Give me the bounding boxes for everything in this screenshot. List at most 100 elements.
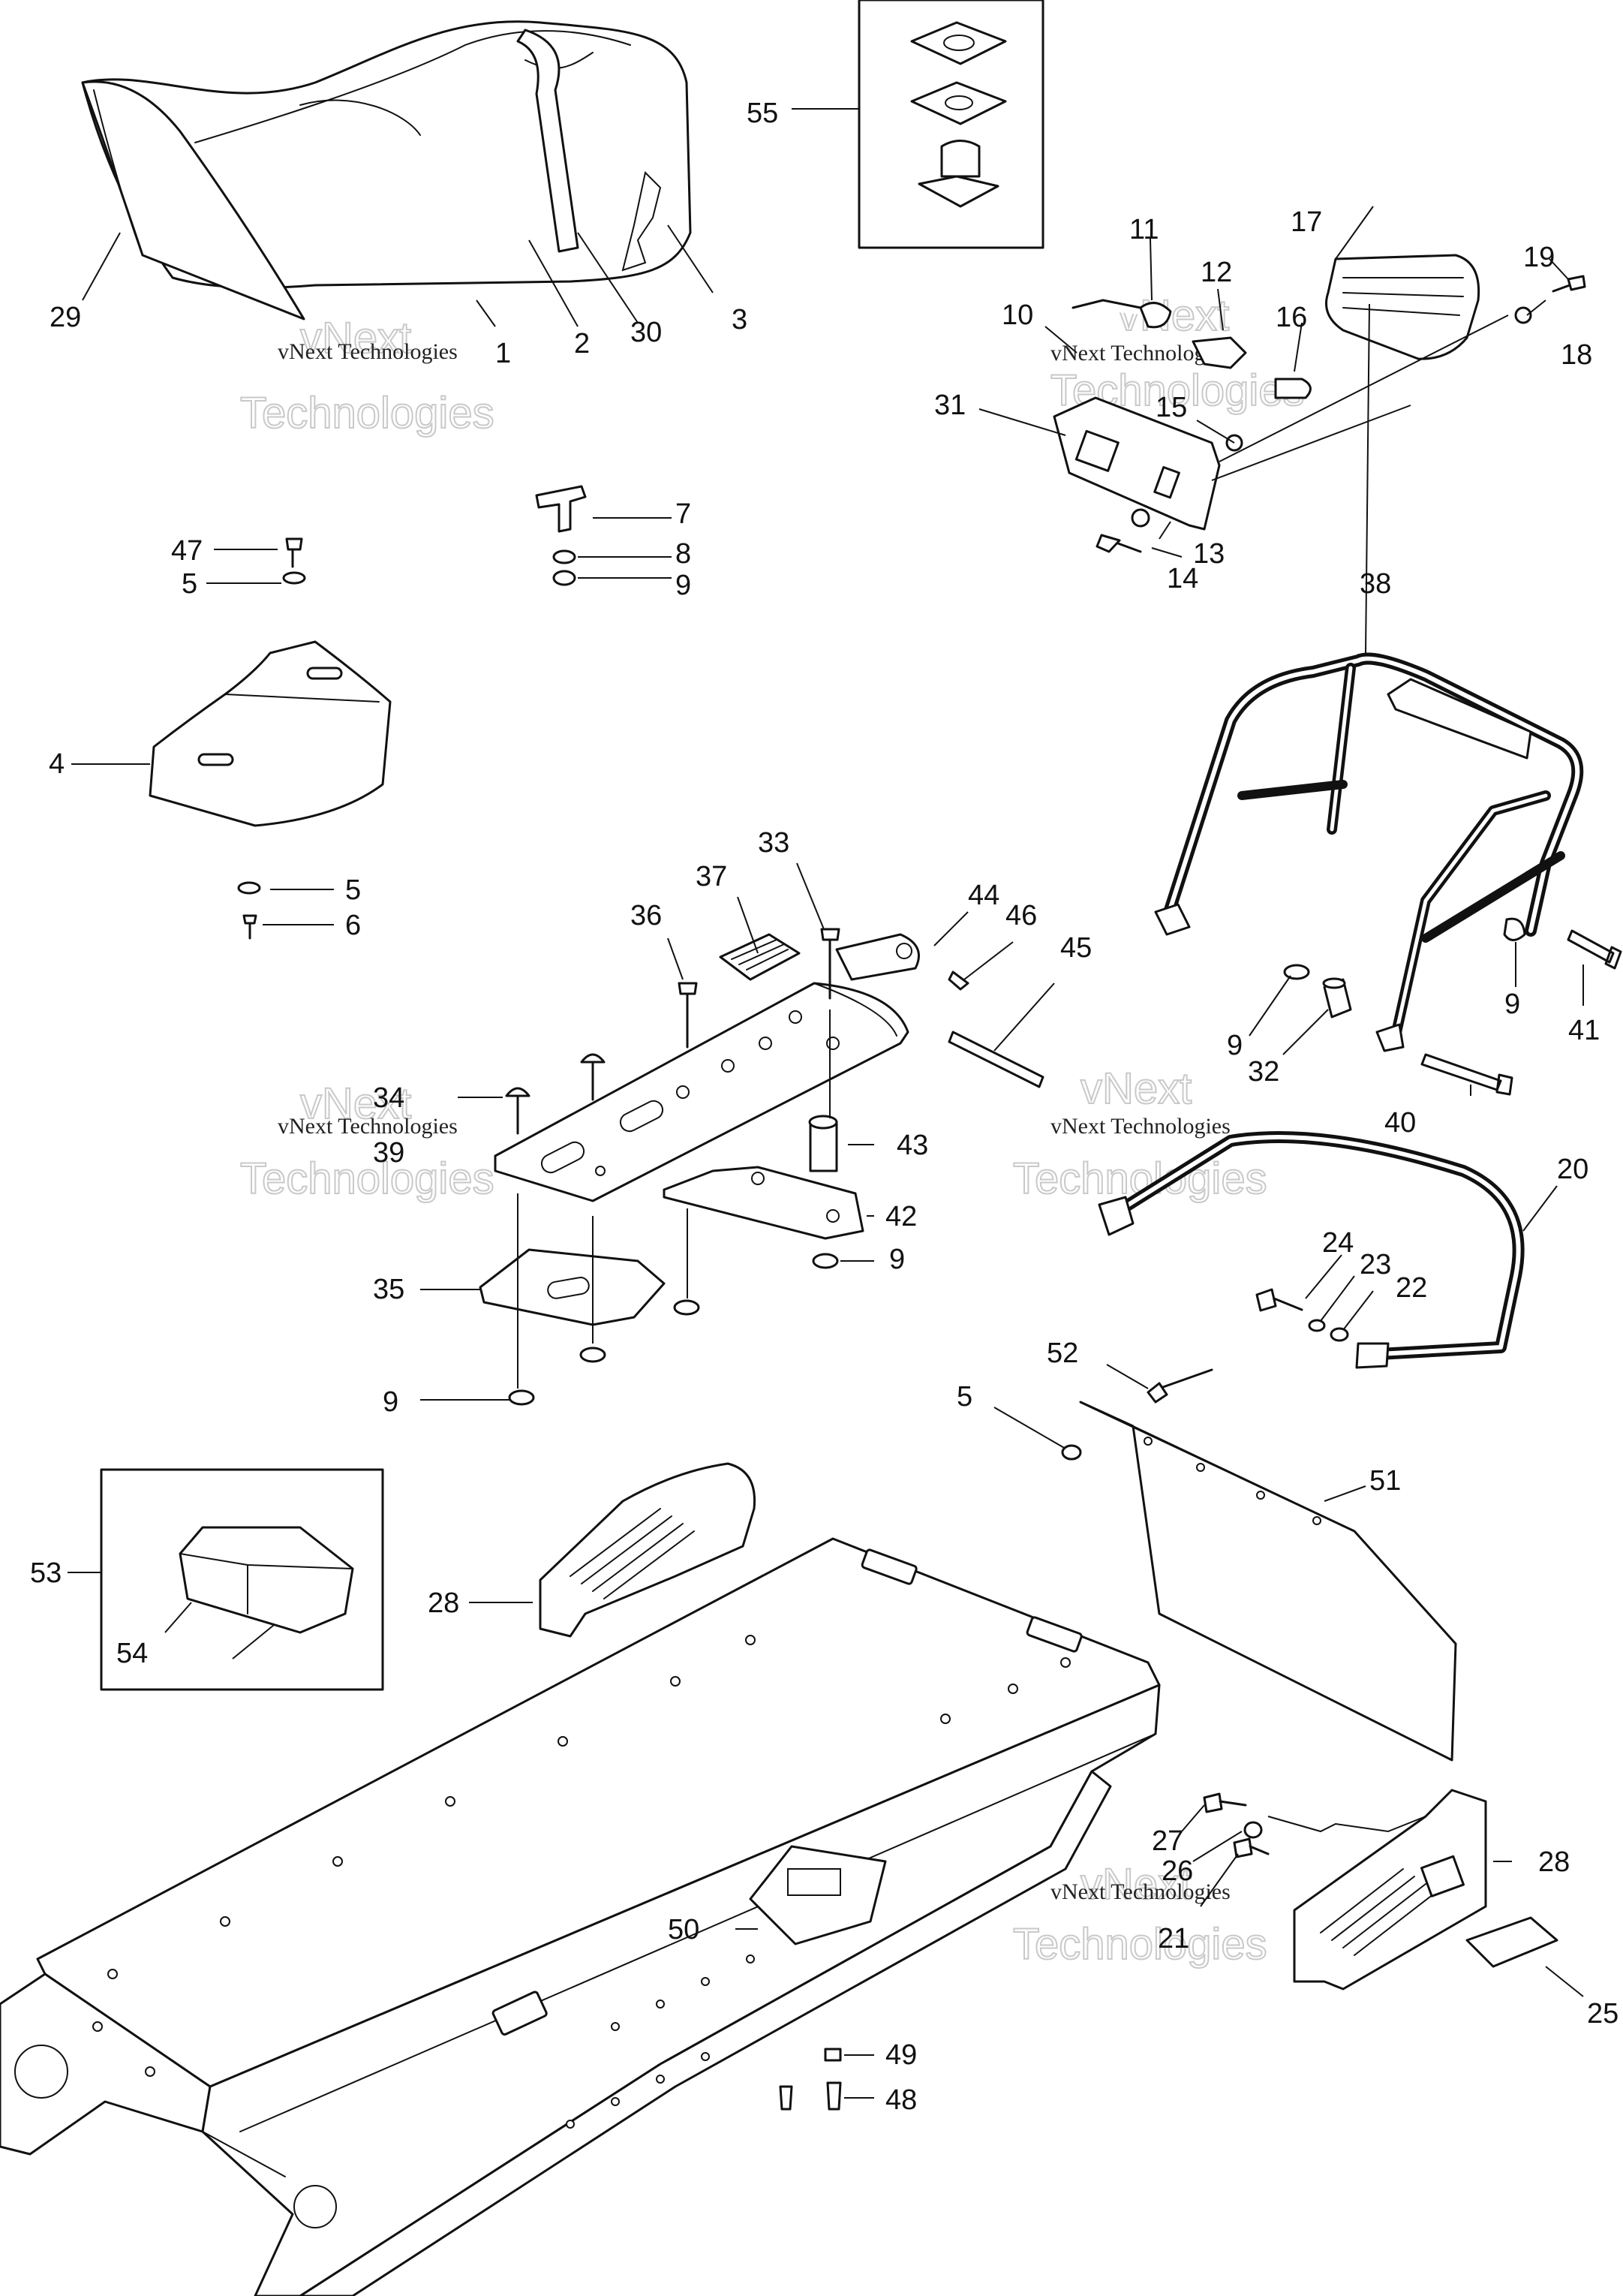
carriage-bolt-34: [580, 1053, 606, 1101]
callout-33: 33: [758, 827, 789, 859]
tunnel-body: [0, 1537, 1161, 2296]
callout-9: 9: [1227, 1030, 1243, 1061]
callout-9: 9: [889, 1244, 905, 1275]
callout-1: 1: [495, 338, 511, 369]
cover-slot: [306, 667, 343, 680]
bolt-24: [1255, 1288, 1303, 1312]
watermark-word: Technologies: [240, 1154, 494, 1203]
callout-5: 5: [182, 568, 197, 600]
watermark-brand: vNext: [1080, 1064, 1192, 1113]
taillight-assembly: [1053, 254, 1586, 553]
callout-24: 24: [1322, 1227, 1354, 1259]
clip-pin-46: [948, 970, 969, 991]
cover-slot: [197, 753, 234, 766]
rivet-52: [1147, 1368, 1213, 1404]
cover-grille: [1320, 1868, 1438, 1956]
watermark-brand: vNext: [300, 1079, 411, 1128]
callout-28: 28: [1538, 1846, 1570, 1878]
bumper-mount: [1154, 903, 1191, 936]
screw: [1096, 534, 1142, 553]
bumper-rail-inner: [1330, 666, 1548, 1038]
screw-47: [285, 537, 303, 568]
callout-5: 5: [345, 874, 361, 906]
callout-labels: 1 2 3 29 30 55 11 12 17 19 18 16 10 15 3…: [30, 98, 1618, 2116]
watermark-word: Technologies: [1013, 1920, 1267, 1969]
callout-37: 37: [696, 861, 727, 892]
callout-41: 41: [1568, 1015, 1600, 1046]
hitch-pin-45: [948, 1031, 1044, 1088]
screw-49: [824, 2048, 842, 2062]
lock-washer: [552, 549, 576, 564]
callout-30: 30: [630, 317, 662, 348]
callout-34: 34: [373, 1082, 404, 1114]
callout-35: 35: [373, 1274, 404, 1305]
watermark-line: vNext Technologies: [278, 339, 458, 364]
taillight-housing: [1053, 396, 1221, 531]
callout-28: 28: [428, 1587, 459, 1619]
screw-6: [242, 914, 257, 940]
callout-51: 51: [1369, 1465, 1401, 1497]
callout-43: 43: [897, 1130, 928, 1161]
callout-8: 8: [675, 538, 691, 570]
tunnel-running-board: [299, 1770, 1112, 2296]
bumper-assembly-38: [1154, 652, 1622, 1096]
lens-25: [1465, 1916, 1558, 1968]
washer-5: [1061, 1444, 1082, 1461]
watermark-line: vNext Technologies: [1050, 1879, 1231, 1904]
seat-rear-cover: [81, 80, 305, 320]
callout-40: 40: [1384, 1107, 1416, 1139]
seat-contour: [299, 99, 421, 136]
mudflap-assembly-51: [1061, 1368, 1457, 1762]
callout-7: 7: [675, 498, 691, 530]
watermark-line: vNext Technologies: [278, 1114, 458, 1139]
callout-20: 20: [1557, 1154, 1588, 1185]
callout-17: 17: [1291, 206, 1322, 238]
nut-9: [812, 1253, 839, 1269]
rubber-stop-base: [918, 175, 999, 208]
callout-2: 2: [574, 328, 590, 360]
callout-50: 50: [668, 1914, 699, 1945]
washer: [1131, 508, 1150, 528]
callout-39: 39: [373, 1137, 404, 1169]
bolt-40: [1420, 1053, 1513, 1096]
seat-assembly: [81, 20, 692, 320]
tunnel-slot: [1026, 1616, 1083, 1653]
callout-44: 44: [968, 880, 999, 911]
callout-27: 27: [1152, 1825, 1183, 1857]
tunnel-edge-line: [239, 1733, 1156, 2132]
watermark-brand: vNext: [300, 314, 411, 363]
spacer-top: [1322, 977, 1346, 989]
hitch-assembly: [479, 928, 1044, 1406]
handle-assembly-20: [1098, 1131, 1525, 1369]
tunnel-slot: [861, 1548, 918, 1585]
tunnel-edge-line: [202, 2131, 286, 2177]
cover-4: [149, 537, 392, 940]
tunnel-side-left: [0, 1973, 212, 2156]
flap-top-edge: [1080, 1401, 1355, 1532]
washer-5: [282, 571, 306, 585]
screw-48: [826, 2081, 842, 2111]
tunnel-grommet: [491, 1991, 548, 2036]
callout-29: 29: [50, 302, 81, 333]
callout-53: 53: [30, 1557, 62, 1589]
bolt-27: [1203, 1792, 1247, 1813]
kit-box-53: [100, 1468, 384, 1691]
sticker-37: [719, 933, 801, 981]
callout-38: 38: [1360, 568, 1391, 600]
bumper-crossbar: [1237, 780, 1565, 943]
bumper-mount: [1375, 1023, 1405, 1052]
cover-body: [149, 640, 392, 827]
callout-5: 5: [957, 1381, 972, 1413]
taillight-lens: [1325, 254, 1480, 360]
seat-contour: [524, 52, 594, 69]
bulb: [1274, 378, 1312, 399]
bracket: [1192, 336, 1247, 369]
watermark-brand: vNext: [1118, 291, 1229, 340]
lens-ribs: [1342, 277, 1464, 316]
bulb-socket: [1139, 302, 1172, 329]
callout-25: 25: [1587, 1998, 1618, 2030]
license-bulb-window: [1074, 429, 1120, 472]
callout-42: 42: [885, 1201, 917, 1232]
callout-32: 32: [1248, 1056, 1279, 1088]
